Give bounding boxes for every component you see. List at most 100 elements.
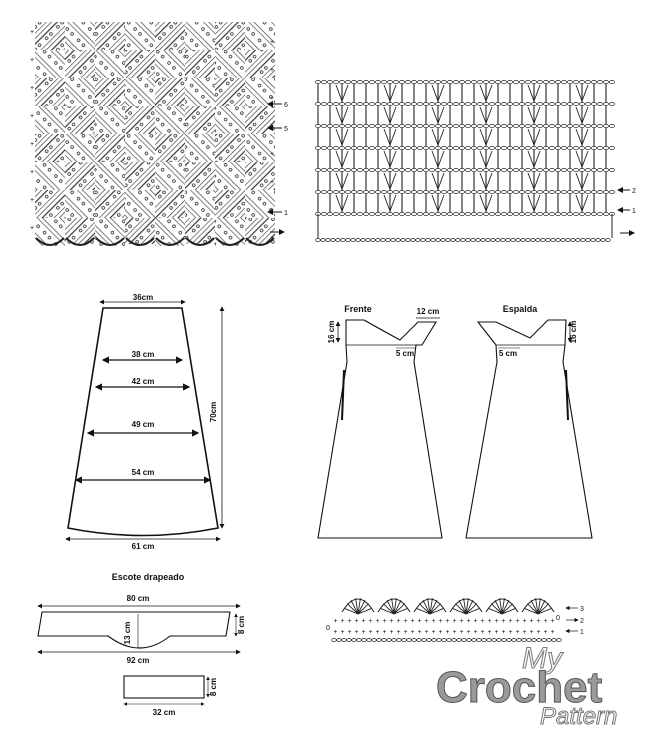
skirt-schematic: 36cm 38 cm 42 cm 49 cm 54 cm 61 cm 70cm: [65, 293, 225, 551]
svg-text:+: +: [404, 629, 408, 636]
stitch-chart-diagonal: ++++++++++++++++ 6 5 1: [30, 22, 288, 246]
front-neck-drop: 5 cm: [396, 349, 414, 358]
band-outline: [123, 675, 205, 699]
svg-text:+: +: [481, 618, 485, 625]
svg-text:+: +: [355, 618, 359, 625]
svg-text:+: +: [348, 629, 352, 636]
svg-text:+: +: [30, 225, 34, 232]
svg-text:+: +: [516, 629, 520, 636]
neckline-bottom-width: 92 cm: [127, 656, 150, 665]
svg-text:+: +: [516, 618, 520, 625]
svg-text:+: +: [460, 618, 464, 625]
svg-text:+: +: [509, 629, 513, 636]
svg-text:+: +: [530, 629, 534, 636]
svg-text:+: +: [474, 618, 478, 625]
back-shoulder-height: 16 cm: [569, 321, 578, 344]
edging-chart: 0 0 3 2 1 ++++++++++++++++++++++++++++++…: [326, 598, 584, 642]
svg-text:+: +: [411, 629, 415, 636]
logo-crochet: Crochet: [436, 663, 603, 712]
neckline-top-width: 80 cm: [127, 594, 150, 603]
neckline-title: Escote drapeado: [112, 572, 185, 582]
draped-neckline-schematic: Escote drapeado 80 cm 13 cm 8 cm 92 cm: [37, 572, 246, 665]
svg-text:+: +: [270, 207, 274, 214]
svg-text:+: +: [418, 618, 422, 625]
strap-width: 12 cm: [417, 307, 440, 316]
dress-schematic: Frente Espalda 16 cm 12 cm 5 cm 16 cm 5 …: [317, 304, 593, 539]
svg-text:+: +: [270, 67, 274, 74]
svg-text:+: +: [390, 618, 394, 625]
svg-text:+: +: [362, 629, 366, 636]
svg-text:+: +: [425, 629, 429, 636]
skirt-width-49: 49 cm: [132, 420, 155, 429]
back-title: Espalda: [503, 304, 539, 314]
edging-row-3: 3: [580, 606, 584, 613]
row-marker-2: 2: [632, 188, 636, 195]
band-schematic: 8 cm 32 cm: [123, 675, 218, 717]
front-shoulder-height: 16 cm: [327, 321, 336, 344]
band-width: 32 cm: [153, 708, 176, 717]
svg-text:+: +: [30, 141, 34, 148]
skirt-top-width: 36cm: [133, 293, 153, 302]
edging-row-1: 1: [580, 629, 584, 636]
svg-text:+: +: [551, 618, 555, 625]
svg-text:+: +: [432, 629, 436, 636]
logo-pattern: Pattern: [540, 703, 617, 729]
svg-text:+: +: [404, 618, 408, 625]
svg-text:+: +: [30, 29, 34, 36]
svg-text:+: +: [467, 618, 471, 625]
svg-text:+: +: [369, 629, 373, 636]
edging-row-2: 2: [580, 618, 584, 625]
svg-text:+: +: [446, 629, 450, 636]
chart1-row-markers: 6 5 1: [267, 101, 288, 235]
svg-text:+: +: [270, 151, 274, 158]
svg-text:+: +: [495, 618, 499, 625]
svg-text:+: +: [488, 618, 492, 625]
svg-text:+: +: [537, 618, 541, 625]
svg-text:+: +: [270, 123, 274, 130]
svg-text:+: +: [551, 629, 555, 636]
svg-text:+: +: [270, 39, 274, 46]
skirt-bottom-width: 61 cm: [132, 542, 155, 551]
skirt-width-38: 38 cm: [132, 350, 155, 359]
svg-text:+: +: [439, 618, 443, 625]
svg-text:+: +: [270, 235, 274, 242]
svg-text:+: +: [488, 629, 492, 636]
row-marker-1: 1: [284, 210, 288, 217]
svg-text:+: +: [383, 629, 387, 636]
svg-text:+: +: [369, 618, 373, 625]
svg-text:+: +: [544, 629, 548, 636]
svg-text:+: +: [30, 57, 34, 64]
svg-text:+: +: [523, 629, 527, 636]
back-piece-outline: [465, 319, 593, 539]
svg-text:+: +: [537, 629, 541, 636]
row-marker-6: 6: [284, 102, 288, 109]
svg-text:+: +: [467, 629, 471, 636]
row-marker-5: 5: [284, 126, 288, 133]
skirt-height: 70cm: [209, 402, 218, 422]
my-crochet-pattern-logo: My Crochet Pattern: [436, 642, 618, 731]
neckline-depth: 13 cm: [123, 622, 132, 645]
svg-text:+: +: [30, 197, 34, 204]
svg-text:+: +: [341, 629, 345, 636]
svg-text:+: +: [453, 629, 457, 636]
band-height: 8 cm: [209, 678, 218, 696]
svg-text:+: +: [432, 618, 436, 625]
svg-text:+: +: [453, 618, 457, 625]
svg-text:+: +: [411, 618, 415, 625]
svg-text:+: +: [334, 629, 338, 636]
svg-text:+: +: [397, 629, 401, 636]
svg-text:+: +: [425, 618, 429, 625]
svg-text:+: +: [270, 179, 274, 186]
neckline-height: 8 cm: [237, 616, 246, 634]
back-neck-drop: 5 cm: [499, 349, 517, 358]
svg-text:+: +: [383, 618, 387, 625]
front-piece-outline: [317, 319, 443, 539]
svg-text:+: +: [418, 629, 422, 636]
skirt-outline: [67, 307, 219, 537]
svg-text:+: +: [509, 618, 513, 625]
svg-text:+: +: [481, 629, 485, 636]
edging-end-marker: 0: [556, 615, 560, 622]
svg-text:+: +: [544, 618, 548, 625]
neckline-outline: [37, 611, 231, 649]
svg-text:+: +: [270, 95, 274, 102]
